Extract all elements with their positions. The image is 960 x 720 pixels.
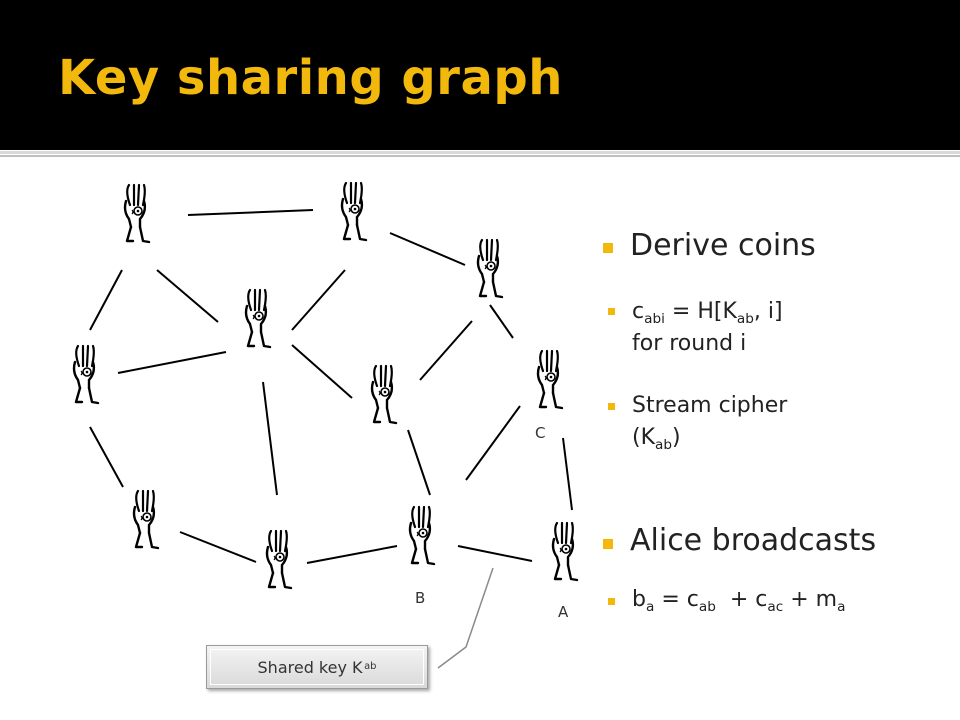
edge — [262, 381, 278, 496]
person-icon — [123, 183, 151, 244]
edge — [389, 232, 466, 266]
shared-key-callout: Shared key K ab — [206, 645, 428, 689]
person-icon-b — [408, 505, 436, 566]
edge — [89, 426, 124, 488]
edge — [407, 429, 431, 496]
node-label-c: C — [535, 424, 545, 442]
edge — [89, 269, 123, 331]
person-icon — [476, 238, 504, 299]
edge — [291, 269, 346, 331]
person-icon — [265, 529, 293, 590]
edge — [156, 269, 219, 323]
callout-label: Shared key K — [257, 657, 363, 677]
sub-bullet-coin-formula: cabi = H[Kab, i]for round i — [632, 299, 783, 356]
title-divider — [0, 151, 960, 154]
bullet-marker — [603, 539, 613, 549]
bullet-marker — [603, 243, 613, 253]
node-label-b: B — [415, 589, 425, 607]
edge — [306, 545, 398, 564]
node-label-a: A — [558, 603, 569, 621]
edge — [117, 351, 227, 374]
sub-bullet-marker — [608, 308, 615, 315]
sub-bullet-marker — [608, 598, 615, 605]
edge — [562, 437, 573, 511]
person-icon — [72, 344, 100, 405]
graph-nodes — [72, 181, 579, 590]
sub-bullet-stream-cipher: Stream cipher(Kab) — [632, 393, 788, 453]
edge — [419, 320, 473, 381]
person-icon — [370, 364, 398, 425]
sub-bullet-broadcast-formula: ba = cab + cac + ma — [632, 587, 846, 615]
page-title: Key sharing graph — [58, 50, 563, 106]
person-icon — [132, 489, 160, 550]
callout-pointer — [437, 567, 494, 669]
sub-bullet-marker — [608, 403, 615, 410]
graph-edges — [89, 209, 573, 564]
person-icon-c — [536, 349, 564, 410]
edge — [179, 531, 257, 563]
edge — [465, 405, 521, 481]
title-bar: Key sharing graph — [0, 0, 960, 150]
person-icon-a — [551, 521, 579, 582]
edge — [187, 209, 314, 216]
edge — [489, 304, 514, 339]
callout-pointer-highlight — [439, 569, 498, 671]
person-icon — [244, 288, 272, 349]
title-divider-shadow — [0, 155, 960, 157]
key-sharing-graph: C B A — [72, 181, 579, 671]
bullet-alice-broadcasts: Alice broadcasts — [630, 523, 877, 558]
bullet-derive-coins: Derive coins — [630, 228, 816, 263]
edge — [291, 344, 353, 399]
person-icon — [340, 181, 368, 242]
edge — [457, 545, 533, 562]
